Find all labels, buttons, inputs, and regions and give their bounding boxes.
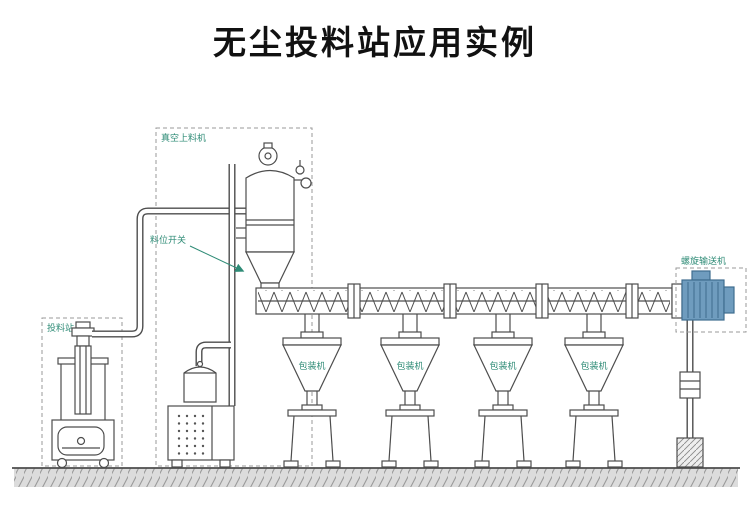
packer-stand-foot [607, 460, 623, 468]
motor-junction-box [691, 270, 711, 281]
suction-pipe-bore [92, 208, 256, 337]
packer-label: 包装机 [580, 360, 607, 371]
packer-hopper-cone [473, 344, 533, 392]
station-top-flange [71, 327, 95, 337]
feeding-station-label: 投料站 [47, 322, 74, 333]
packer-hopper-rim [380, 337, 440, 346]
packer-unit: 包装机 [282, 314, 342, 468]
station-agitator [76, 436, 86, 446]
packer-unit: 包装机 [380, 314, 440, 468]
vessel-valve [295, 165, 305, 175]
packer-unit: 包装机 [473, 314, 533, 468]
packer-inlet-flange [582, 331, 606, 339]
discharge-valve [679, 371, 701, 399]
packer-stand-leg [388, 415, 393, 462]
packer-inlet-flange [300, 331, 324, 339]
vessel-filter [300, 177, 312, 189]
cabinet-foot [219, 459, 231, 468]
screw-conveyor-label: 螺旋输送机 [681, 255, 726, 266]
packer-hopper-cone [564, 344, 624, 392]
packer-outlet-flange [301, 404, 323, 411]
page-title: 无尘投料站应用实例 [213, 24, 537, 61]
packer-hopper-rim [473, 337, 533, 346]
vacuum-feeder-assembly [167, 142, 312, 468]
packer-stand-leg [481, 415, 486, 462]
packer-stand-leg [290, 415, 295, 462]
station-wheel [56, 457, 68, 469]
packer-stand-plate [478, 409, 528, 417]
packer-stand-foot [283, 460, 299, 468]
station-drop-tube [74, 345, 92, 415]
suction-pipe [92, 207, 256, 338]
drum-vent [196, 360, 204, 368]
station-wheel [98, 457, 110, 469]
ground [12, 467, 740, 487]
screw-conveyor [255, 283, 683, 319]
packer-unit: 包装机 [564, 314, 624, 468]
packer-inlet-flange [398, 331, 422, 339]
packer-stand-foot [381, 460, 397, 468]
packer-stand-leg [329, 415, 334, 462]
packer-hopper-cone [282, 344, 342, 392]
packer-stand-plate [287, 409, 337, 417]
motor-body [681, 279, 725, 321]
vacuum-feeder-label: 真空上料机 [161, 132, 206, 143]
vessel-top-cap [263, 142, 273, 149]
drum-body [183, 366, 217, 403]
packer-outlet-flange [583, 404, 605, 411]
packer-hopper-rim [564, 337, 624, 346]
packer-stand-leg [427, 415, 432, 462]
receiver-drum [183, 360, 217, 403]
level-switch-arrow [189, 245, 245, 272]
discharge-bin [676, 437, 704, 468]
packer-stand-foot [423, 460, 439, 468]
packer-stand-foot [565, 460, 581, 468]
motor-flange [671, 283, 683, 319]
packer-stand-foot [516, 460, 532, 468]
packer-stand-leg [520, 415, 525, 462]
packer-label: 包装机 [396, 360, 423, 371]
packer-outlet-flange [399, 404, 421, 411]
cabinet-vent-grid [174, 413, 206, 457]
ground-hatch [14, 468, 738, 487]
packer-stand-plate [385, 409, 435, 417]
motor-end-cap [723, 286, 735, 314]
packer-stand-leg [611, 415, 616, 462]
packer-label: 包装机 [298, 360, 325, 371]
packer-outlet-flange [492, 404, 514, 411]
cabinet-foot [171, 459, 183, 468]
drum-pipe [195, 341, 231, 366]
screw-conveyor-boundary [675, 267, 747, 333]
conveyor-motor: 螺旋输送机 [675, 255, 747, 333]
feeding-station-boundary [41, 317, 123, 467]
packer-stand-foot [325, 460, 341, 468]
vessel-cone [245, 251, 295, 284]
station-top-fitting [75, 321, 91, 329]
level-switch-label: 料位开关 [150, 234, 186, 245]
control-cabinet [167, 405, 235, 468]
vacuum-hopper-vessel [245, 142, 312, 291]
packer-hopper-rim [282, 337, 342, 346]
packer-stand-foot [474, 460, 490, 468]
packer-stand-plate [569, 409, 619, 417]
discharge-line [676, 316, 704, 468]
feeding-station: 投料站 [41, 317, 123, 469]
station-top-neck [76, 335, 90, 347]
packer-stand-leg [572, 415, 577, 462]
vessel-body [245, 169, 295, 253]
packer-hopper-cone [380, 344, 440, 392]
packer-inlet-flange [491, 331, 515, 339]
packer-label: 包装机 [489, 360, 516, 371]
level-switch: 料位开关 [150, 234, 245, 272]
drum-pipe-bore [196, 342, 231, 366]
vessel-top-motor-hub [264, 152, 272, 160]
